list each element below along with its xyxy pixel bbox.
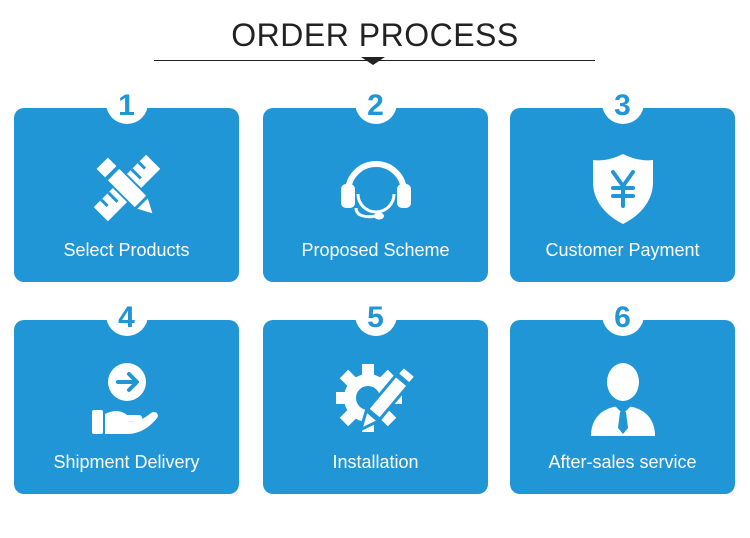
step-number: 4: [118, 301, 135, 334]
hand-arrow-icon: [91, 363, 158, 434]
header: ORDER PROCESS: [0, 0, 750, 80]
page-title: ORDER PROCESS: [231, 17, 519, 53]
step-badge: 4: [105, 301, 148, 336]
divider-arrow-icon: [361, 57, 385, 65]
ruler-pencil-icon: [93, 154, 160, 222]
step-card-3: 3 Customer Payment: [510, 90, 735, 282]
step-label: Select Products: [63, 240, 190, 260]
step-number: 2: [367, 89, 384, 122]
step-number: 3: [614, 89, 631, 122]
step-number: 1: [118, 89, 135, 122]
step-card-6: 6 After-sales service: [510, 302, 735, 494]
headset-icon: [340, 161, 411, 220]
step-label: Installation: [332, 452, 419, 472]
step-label: Proposed Scheme: [301, 240, 450, 260]
step-number: 6: [614, 301, 631, 334]
step-label: Shipment Delivery: [53, 452, 200, 472]
gear-pencil-icon: [335, 364, 416, 433]
yen-shield-icon: [592, 154, 653, 224]
step-badge: 1: [105, 89, 148, 124]
step-card-4: 4 Shipment Delivery: [14, 302, 239, 494]
step-label: Customer Payment: [545, 240, 700, 260]
step-card-5: 5 Installation: [263, 302, 488, 494]
step-label: After-sales service: [548, 452, 697, 472]
step-card-2: 2 Proposed Scheme: [263, 90, 488, 282]
support-person-icon: [590, 363, 655, 436]
step-badge: 3: [601, 89, 644, 124]
step-badge: 5: [354, 301, 397, 336]
step-badge: 2: [354, 89, 397, 124]
step-badge: 6: [601, 301, 644, 336]
step-number: 5: [367, 301, 384, 334]
step-card-1: 1 Select Products: [14, 90, 239, 282]
